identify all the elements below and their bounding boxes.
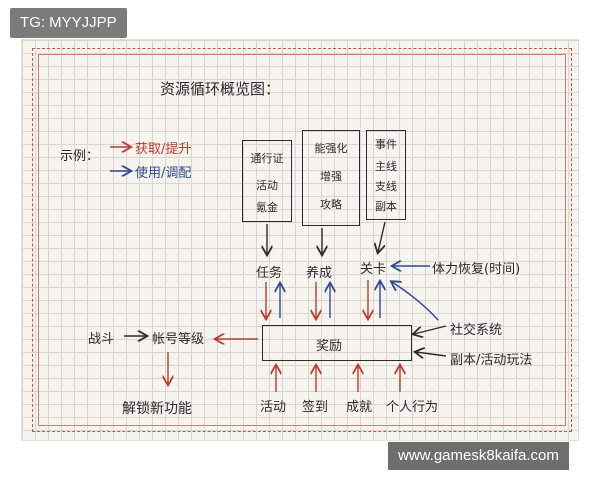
- inner-border: [38, 54, 566, 426]
- unlock-node: 解锁新功能: [122, 401, 192, 417]
- events-to-level-arrow: [378, 221, 386, 252]
- reward-label: 奖励: [316, 339, 343, 354]
- stamina-curve-arrow: [392, 282, 439, 321]
- events-box: [366, 130, 406, 220]
- legend-blue-label: 使用/调配: [135, 166, 192, 181]
- legend-prefix: 示例：: [60, 149, 100, 164]
- dungeon-to-reward-arrow: [416, 352, 447, 356]
- dashed-border: [32, 48, 572, 432]
- reward-box: [262, 325, 412, 361]
- pass-label-3: 氪金: [256, 201, 278, 214]
- events-label-2: 主线: [375, 160, 397, 173]
- ability-label-3: 攻略: [320, 198, 342, 211]
- bottom-checkin: 签到: [302, 400, 329, 415]
- level-node: 关卡: [360, 262, 387, 277]
- social-to-reward-arrow: [414, 325, 447, 334]
- social-node: 社交系统: [450, 323, 503, 338]
- grid-paper: [22, 40, 578, 440]
- ability-label-1: 能强化: [314, 142, 348, 155]
- ability-box: [302, 130, 360, 226]
- pass-box: [242, 140, 292, 222]
- bottom-achievement: 成就: [346, 400, 373, 415]
- diagram-title: 资源循环概览图：: [160, 80, 281, 98]
- dungeon-node: 副本/活动玩法: [450, 353, 533, 368]
- pass-label-1: 通行证: [250, 152, 284, 165]
- bottom-activity: 活动: [260, 400, 287, 415]
- events-label-4: 副本: [375, 200, 397, 213]
- growth-node: 养成: [306, 266, 333, 281]
- legend-red-label: 获取/提升: [135, 142, 192, 157]
- site-watermark: www.gamesk8kaifa.com: [388, 442, 569, 470]
- battle-node: 战斗: [88, 332, 115, 347]
- tg-tag: TG: MYYJJPP: [10, 8, 127, 38]
- account-level-node: 帐号等级: [152, 332, 205, 347]
- bottom-behavior: 个人行为: [386, 400, 439, 415]
- task-node: 任务: [256, 266, 283, 281]
- events-label-1: 事件: [375, 138, 397, 151]
- events-label-3: 支线: [375, 180, 397, 193]
- ability-label-2: 增强: [320, 170, 342, 183]
- pass-label-2: 活动: [256, 179, 278, 192]
- stamina-node: 体力恢复(时间): [432, 262, 521, 277]
